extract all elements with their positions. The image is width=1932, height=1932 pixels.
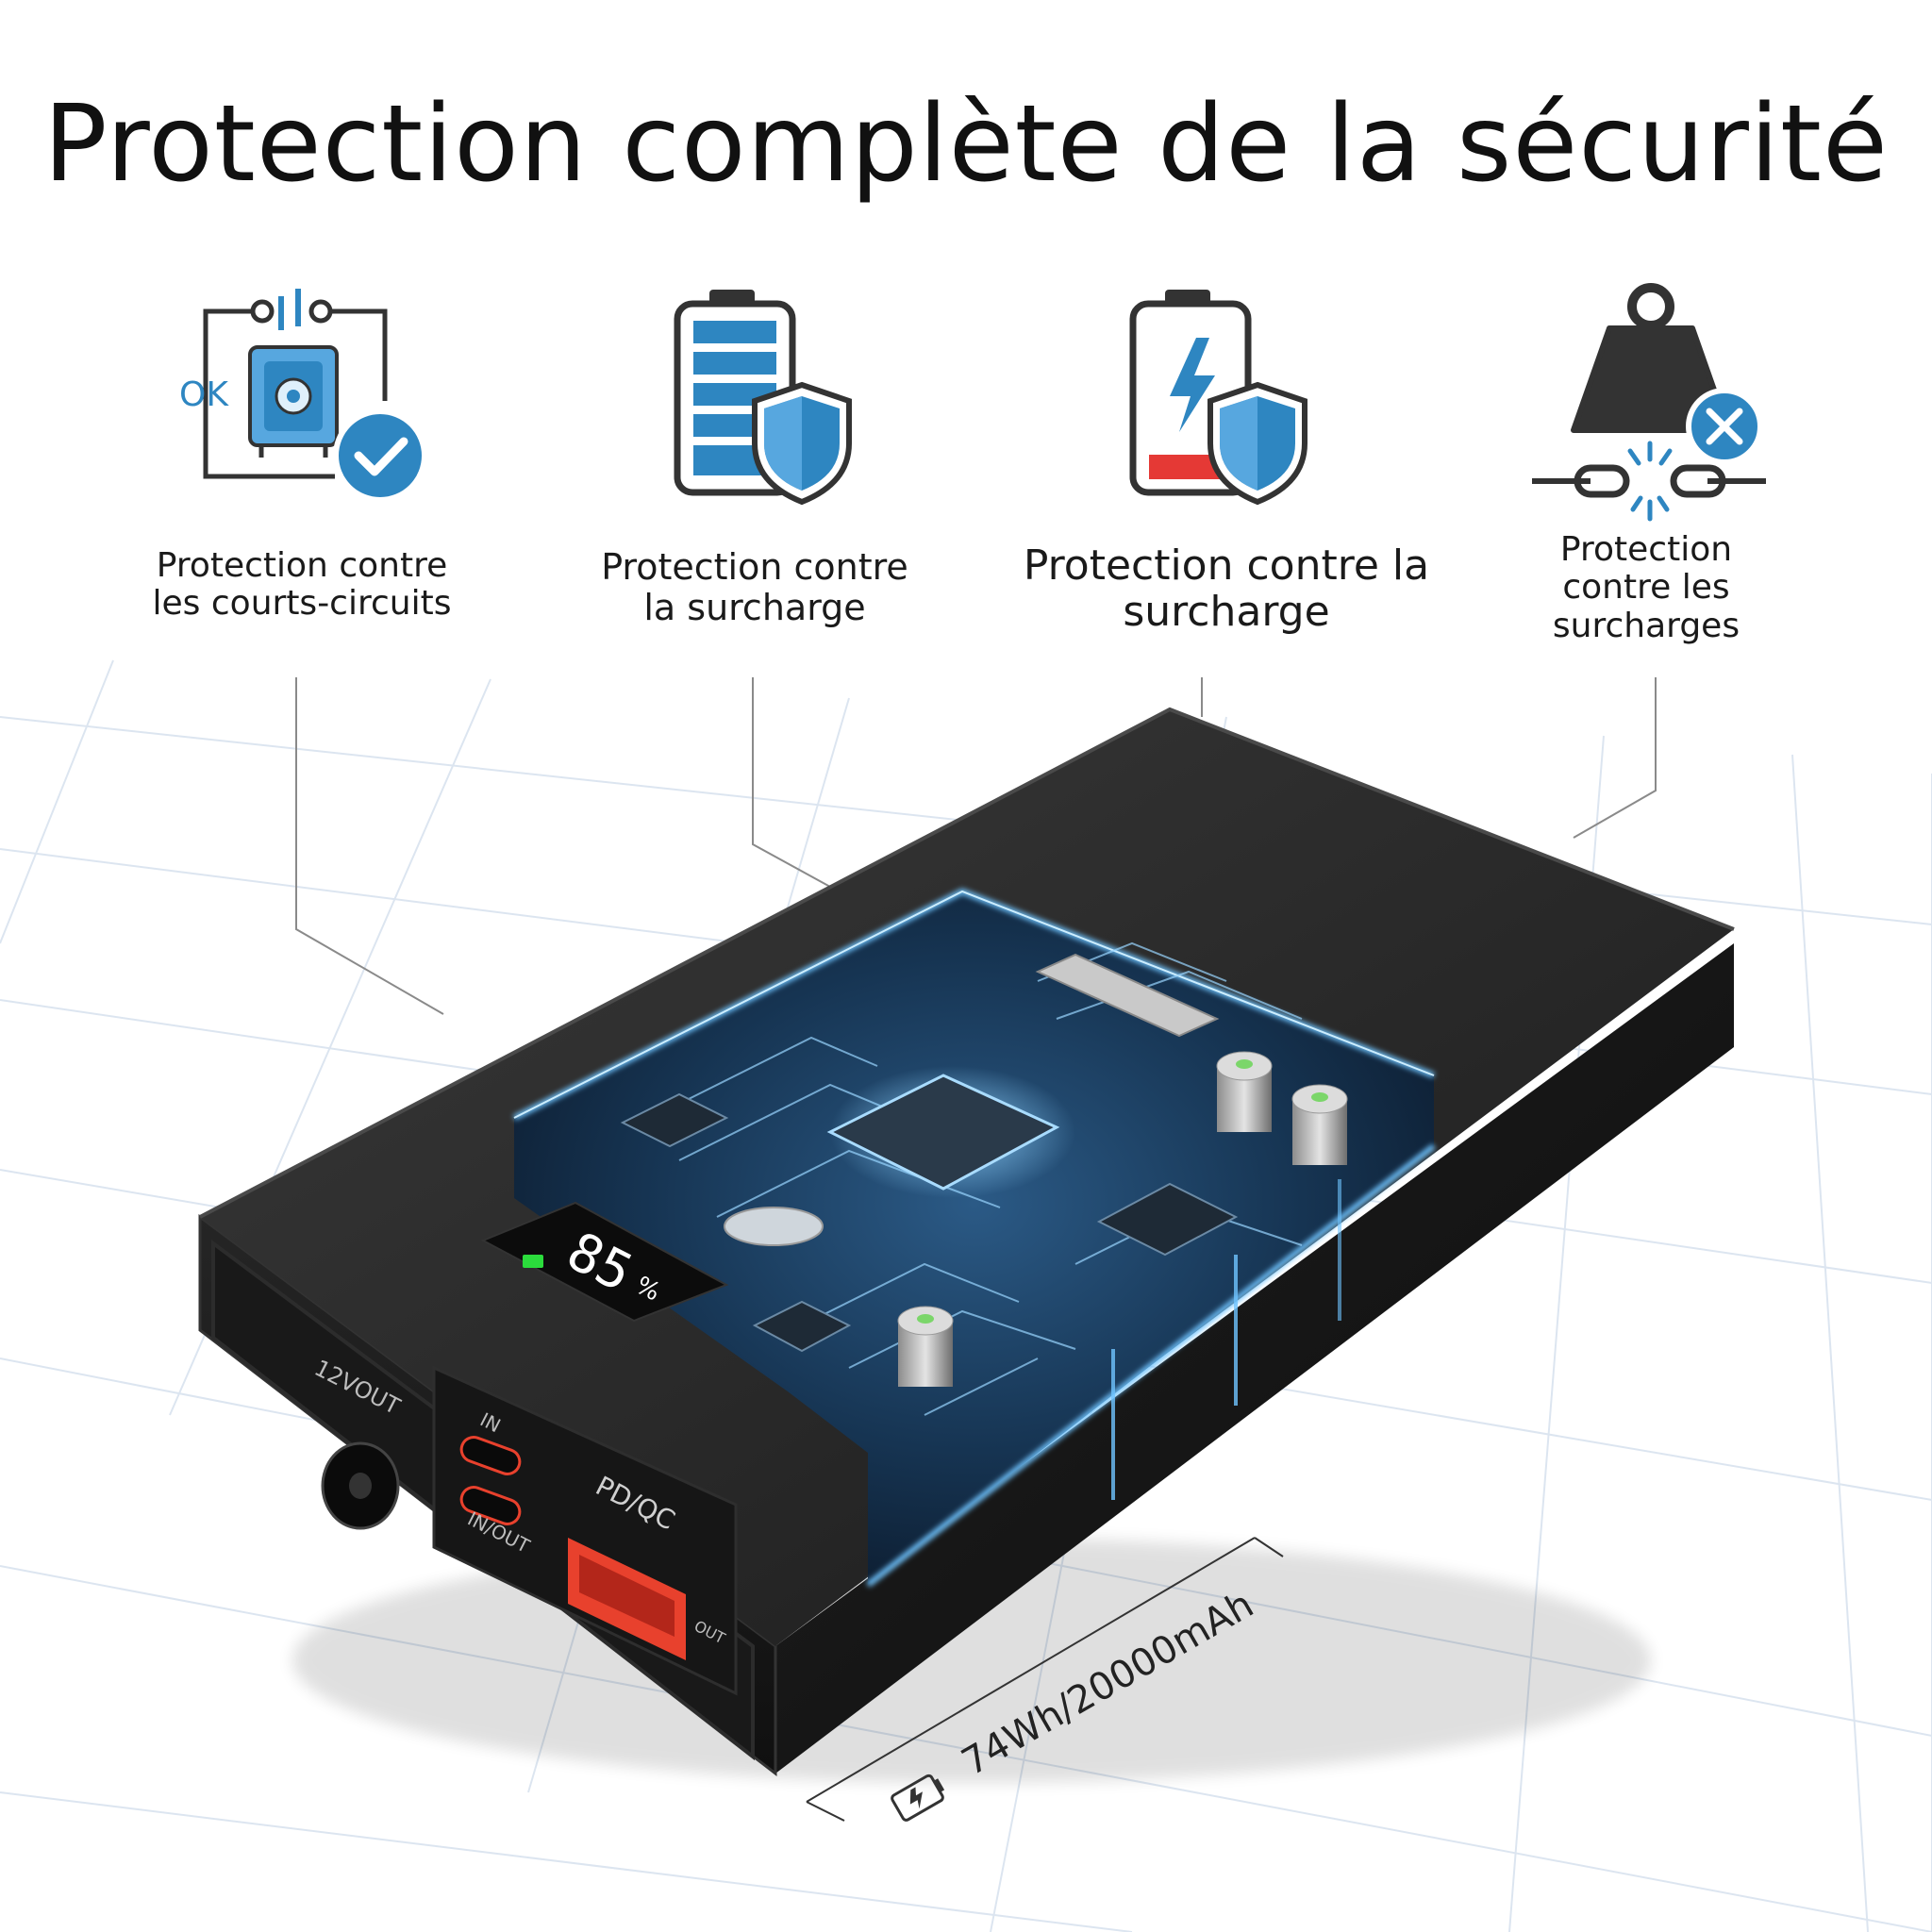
usbc-in-port[interactable] xyxy=(458,1434,523,1477)
pcb-window xyxy=(512,888,1436,1588)
weight-broken-chain-icon xyxy=(1532,283,1766,522)
feature-label-line: contre les xyxy=(1562,568,1730,608)
battery-display xyxy=(480,1201,729,1323)
feature-label-line: Protection xyxy=(1559,530,1733,569)
usbc-inout-port[interactable] xyxy=(458,1484,523,1527)
callout-lines xyxy=(295,677,1657,1015)
safe-check-icon xyxy=(203,289,427,503)
battery-shield-full-icon xyxy=(674,290,852,506)
feature-label-line: surcharges xyxy=(1552,606,1740,645)
feature-label-line: Protection contre la xyxy=(1023,541,1430,590)
feature-label-short-circuit: Protection contre les courts-circuits xyxy=(113,546,491,624)
feature-label-line: surcharge xyxy=(1123,588,1330,637)
feature-label-overcharge-2: Protection contre la surcharge xyxy=(981,542,1472,636)
battery-shield-low-icon xyxy=(1129,290,1307,506)
power-bank: 85 % 12VOUT IN IN/OUT PD/QC OUT xyxy=(198,707,1735,1777)
capacity-dimension xyxy=(806,1537,1284,1822)
battery-bolt-icon xyxy=(891,1774,945,1822)
ports xyxy=(321,1365,738,1696)
feature-label-overcharge: Protection contre la surcharge xyxy=(566,547,943,627)
capacitors xyxy=(897,1051,1348,1387)
feature-label-line: Protection contre xyxy=(156,546,448,585)
feature-label-line: la surcharge xyxy=(643,586,866,628)
ok-badge: OK xyxy=(179,375,229,414)
feature-label-line: Protection contre xyxy=(601,546,908,588)
feature-label-line: les courts-circuits xyxy=(152,584,452,624)
page-title: Protection complète de la sécurité xyxy=(43,83,1889,206)
feature-label-overload: Protection contre les surcharges xyxy=(1453,530,1840,645)
